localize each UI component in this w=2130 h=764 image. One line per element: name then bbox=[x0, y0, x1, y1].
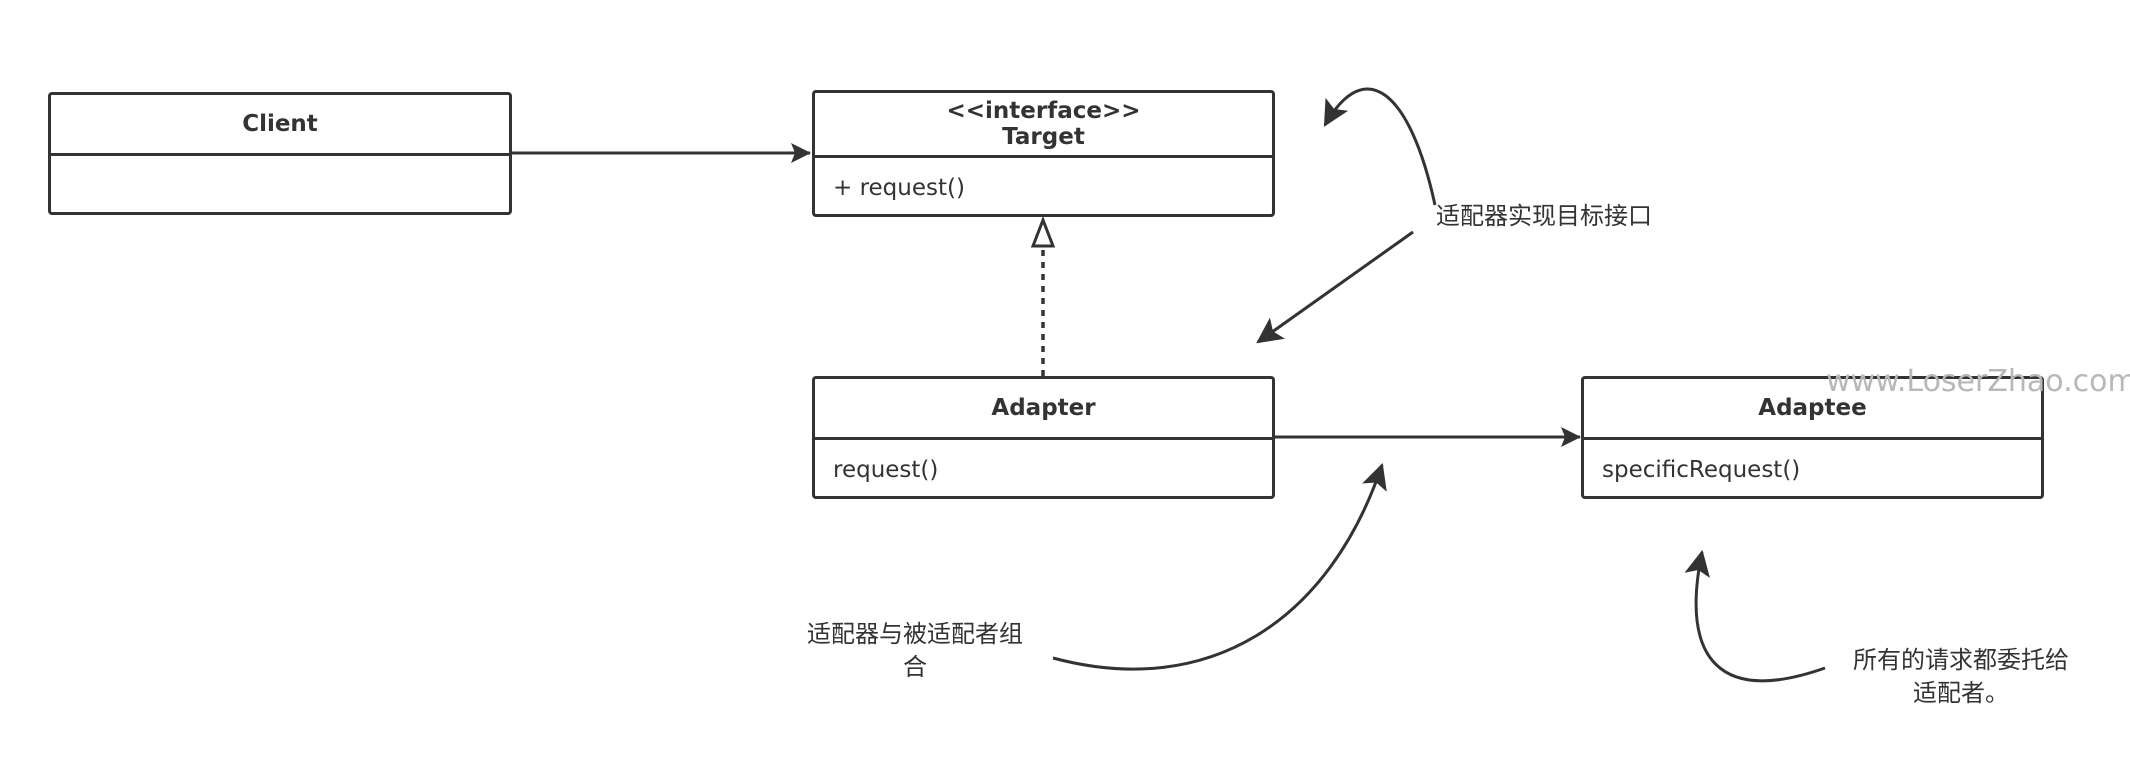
class-adaptee-name: Adaptee bbox=[1758, 395, 1867, 421]
class-target-header: <<interface>> Target bbox=[815, 93, 1272, 155]
realization-hollow-triangle bbox=[1030, 215, 1056, 248]
watermark: www.LoserZhao.com bbox=[1826, 364, 2130, 399]
class-adaptee-header: Adaptee bbox=[1584, 379, 2041, 437]
class-client: Client bbox=[48, 92, 512, 215]
note-arrow-delegates bbox=[1684, 549, 1826, 683]
note-arrow-top-curve bbox=[1323, 87, 1437, 206]
class-client-divider bbox=[51, 153, 509, 156]
note-arrow-composes bbox=[1052, 462, 1387, 671]
note-delegates-line1: 所有的请求都委托给 bbox=[1853, 646, 2069, 674]
class-client-name: Client bbox=[242, 111, 318, 137]
class-target-name: Target bbox=[1002, 124, 1085, 150]
class-adapter-divider bbox=[815, 437, 1272, 440]
note-implements-text: 适配器实现目标接口 bbox=[1436, 202, 1652, 230]
class-adaptee: Adaptee specificRequest() bbox=[1581, 376, 2044, 499]
class-target-stereotype: <<interface>> bbox=[946, 98, 1141, 124]
class-target-divider bbox=[815, 155, 1272, 158]
class-adapter-name: Adapter bbox=[991, 395, 1096, 421]
class-adapter: Adapter request() bbox=[812, 376, 1275, 499]
class-target-method: + request() bbox=[833, 175, 965, 201]
note-composes-line1: 适配器与被适配者组 bbox=[807, 620, 1023, 648]
class-adapter-header: Adapter bbox=[815, 379, 1272, 437]
class-adaptee-method: specificRequest() bbox=[1602, 457, 1801, 483]
class-adaptee-divider bbox=[1584, 437, 2041, 440]
class-client-header: Client bbox=[51, 95, 509, 153]
class-adapter-method: request() bbox=[833, 457, 939, 483]
note-composes: 适配器与被适配者组 合 bbox=[790, 618, 1040, 684]
class-target: <<interface>> Target + request() bbox=[812, 90, 1275, 217]
note-implements: 适配器实现目标接口 bbox=[1436, 200, 1696, 233]
note-delegates-line2: 适配者。 bbox=[1913, 679, 2009, 707]
note-arrow-implements bbox=[1256, 230, 1414, 344]
note-composes-line2: 合 bbox=[903, 653, 927, 681]
note-delegates: 所有的请求都委托给 适配者。 bbox=[1836, 644, 2086, 710]
